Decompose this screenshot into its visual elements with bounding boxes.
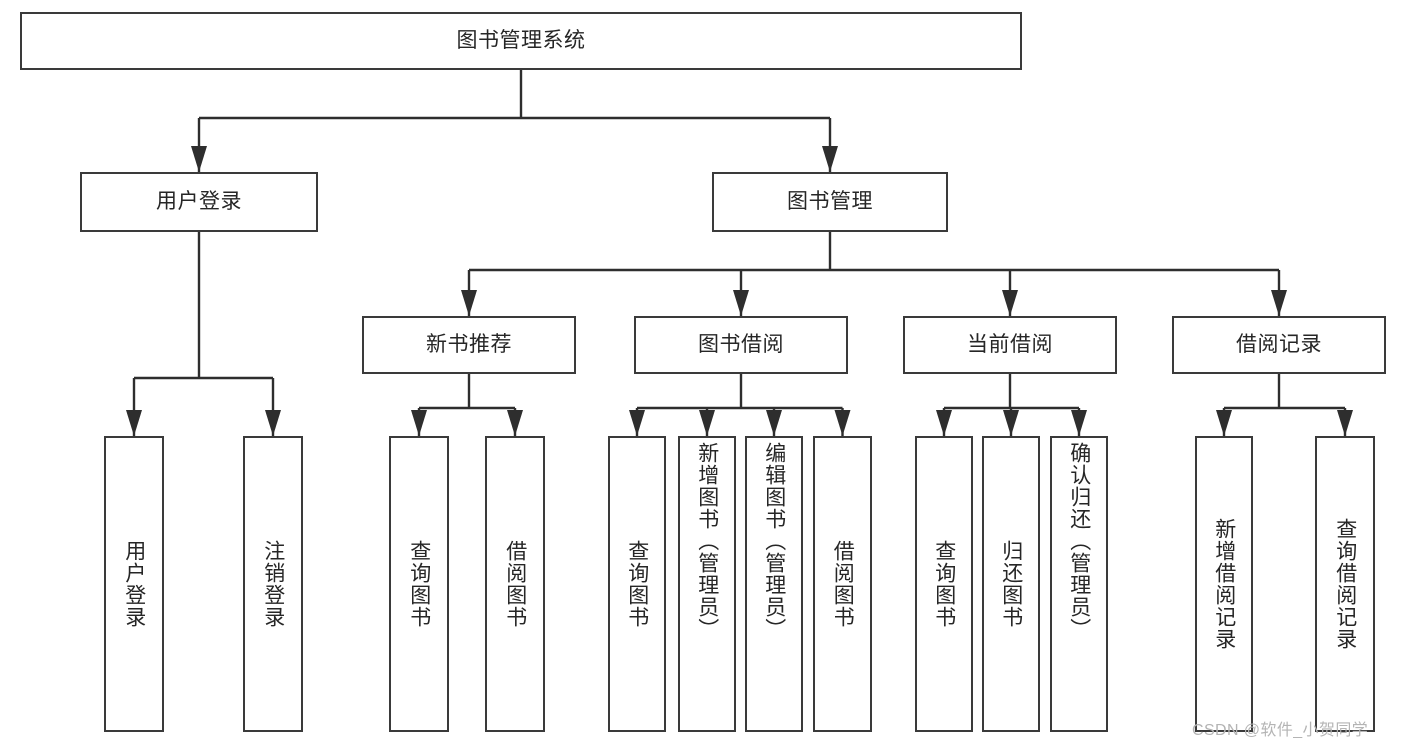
node-login[interactable]: 用户登录 — [80, 172, 318, 232]
node-label: 图书管理系统 — [456, 28, 586, 52]
node-leaf-user-logout[interactable]: 注销登录 — [243, 436, 303, 732]
arrowhead-icon — [1337, 410, 1353, 436]
arrowhead-icon — [126, 410, 142, 436]
node-label: 图书管理 — [787, 189, 873, 213]
node-leaf-c-return[interactable]: 归还图书 — [982, 436, 1040, 732]
node-leaf-new-query[interactable]: 查询图书 — [389, 436, 449, 732]
arrowhead-icon — [629, 410, 645, 436]
node-label: 借阅图书 — [503, 540, 527, 628]
node-leaf-r-add[interactable]: 新增借阅记录 — [1195, 436, 1253, 732]
node-current[interactable]: 当前借阅 — [903, 316, 1117, 374]
node-label: 图书借阅 — [698, 332, 784, 356]
node-leaf-b-add[interactable]: 新增图书（管理员） — [678, 436, 736, 732]
node-record[interactable]: 借阅记录 — [1172, 316, 1386, 374]
arrowhead-icon — [766, 410, 782, 436]
node-leaf-c-query[interactable]: 查询图书 — [915, 436, 973, 732]
node-label: 查询借阅记录 — [1333, 518, 1357, 650]
node-leaf-r-query[interactable]: 查询借阅记录 — [1315, 436, 1375, 732]
node-borrow[interactable]: 图书借阅 — [634, 316, 848, 374]
node-bookmgmt[interactable]: 图书管理 — [712, 172, 948, 232]
node-label: 确认归还（管理员） — [1067, 442, 1091, 640]
node-root[interactable]: 图书管理系统 — [20, 12, 1022, 70]
node-newbook[interactable]: 新书推荐 — [362, 316, 576, 374]
watermark-label: CSDN @软件_小贺同学 — [1192, 722, 1369, 739]
arrowhead-icon — [834, 410, 851, 436]
arrowhead-icon — [1071, 410, 1087, 436]
node-leaf-user-login[interactable]: 用户登录 — [104, 436, 164, 732]
node-label: 查询图书 — [407, 540, 431, 628]
arrowhead-icon — [461, 290, 477, 316]
arrowhead-icon — [1003, 410, 1019, 436]
arrowhead-icon — [733, 290, 749, 316]
node-label: 当前借阅 — [967, 332, 1053, 356]
arrowhead-icon — [822, 146, 838, 172]
node-label: 注销登录 — [261, 540, 285, 628]
arrowhead-icon — [265, 410, 281, 436]
arrowhead-icon — [411, 410, 427, 436]
node-label: 新增借阅记录 — [1212, 518, 1236, 650]
edge-group — [126, 70, 1353, 436]
node-label: 编辑图书（管理员） — [762, 442, 786, 640]
node-label: 新增图书（管理员） — [695, 442, 719, 640]
node-label: 新书推荐 — [426, 332, 512, 356]
arrowhead-icon — [507, 410, 523, 436]
arrowhead-icon — [1216, 410, 1232, 436]
arrowhead-icon — [1002, 290, 1018, 316]
node-label: 用户登录 — [156, 189, 242, 213]
node-label: 查询图书 — [932, 540, 956, 628]
arrowhead-icon — [936, 410, 952, 436]
node-leaf-c-confirm[interactable]: 确认归还（管理员） — [1050, 436, 1108, 732]
node-label: 借阅记录 — [1236, 332, 1322, 356]
node-label: 借阅图书 — [831, 540, 855, 628]
node-leaf-b-edit[interactable]: 编辑图书（管理员） — [745, 436, 803, 732]
node-label: 查询图书 — [625, 540, 649, 628]
arrowhead-icon — [699, 410, 715, 436]
arrowhead-icon — [1271, 290, 1287, 316]
node-label: 归还图书 — [999, 540, 1023, 628]
arrowhead-icon — [191, 146, 207, 172]
node-label: 用户登录 — [122, 540, 146, 628]
node-leaf-b-borrow[interactable]: 借阅图书 — [813, 436, 872, 732]
node-leaf-new-borrow[interactable]: 借阅图书 — [485, 436, 545, 732]
node-leaf-b-query[interactable]: 查询图书 — [608, 436, 666, 732]
